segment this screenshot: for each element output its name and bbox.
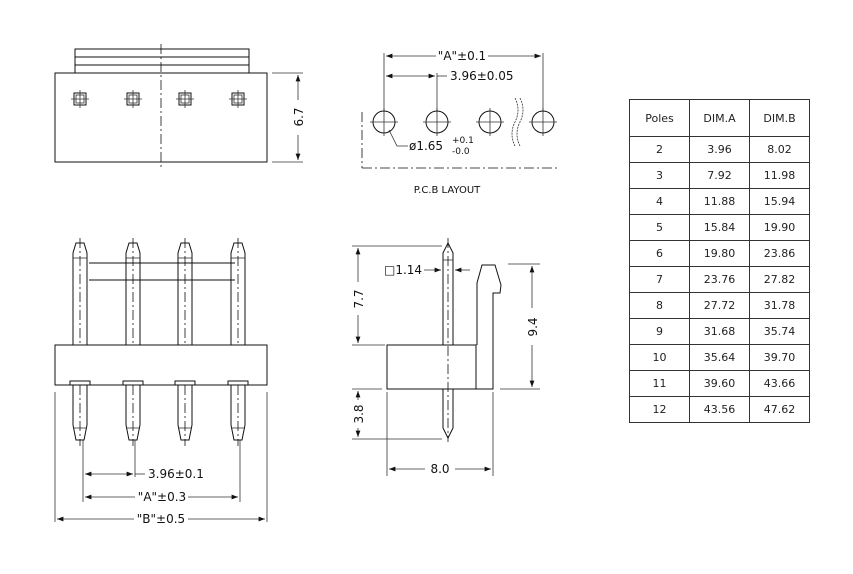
cell-dim-a: 7.92 (689, 162, 750, 189)
cell-poles: 9 (629, 318, 690, 345)
overall-height-label: 9.4 (526, 317, 540, 336)
dim-b-label: "B"±0.5 (137, 512, 185, 526)
cell-dim-a: 11.88 (689, 188, 750, 215)
pin-lower (122, 380, 144, 446)
pin-lower (69, 380, 91, 446)
cell-poles: 6 (629, 240, 690, 267)
cell-dim-a: 27.72 (689, 292, 750, 319)
pin-upper (177, 238, 193, 345)
dim-a-label: "A"±0.3 (138, 490, 186, 504)
pin-lower (227, 380, 249, 446)
pin-end-square (229, 90, 247, 108)
hole-tolerance-minus: -0.0 (452, 147, 470, 157)
cell-poles: 3 (629, 162, 690, 189)
cell-dim-b: 15.94 (749, 188, 810, 215)
pin-upper (125, 238, 141, 345)
pin-square-size-label: □1.14 (384, 263, 422, 277)
cell-dim-a: 3.96 (689, 136, 750, 163)
pcb-hole (476, 108, 504, 136)
cell-dim-b: 19.90 (749, 214, 810, 241)
cell-dim-a: 35.64 (689, 344, 750, 371)
pin-lower (174, 380, 196, 446)
cell-poles: 5 (629, 214, 690, 241)
cell-dim-a: 19.80 (689, 240, 750, 267)
pin-end-square (124, 90, 142, 108)
cell-dim-b: 31.78 (749, 292, 810, 319)
pcb-hole (423, 108, 451, 136)
cell-dim-a: 31.68 (689, 318, 750, 345)
pin-end-square (71, 90, 89, 108)
pin-upper (72, 238, 88, 345)
pin-end-square (176, 90, 194, 108)
cell-poles: 12 (629, 396, 690, 423)
cell-dim-a: 43.56 (689, 396, 750, 423)
cell-dim-b: 35.74 (749, 318, 810, 345)
depth-label: 8.0 (430, 462, 449, 476)
side-view: □1.14 7.7 9.4 3.8 8.0 (352, 238, 540, 476)
pin-view: 3.96±0.1 "A"±0.3 "B"±0.5 (54, 238, 268, 526)
header-poles: Poles (629, 99, 690, 137)
cell-poles: 8 (629, 292, 690, 319)
pcb-layout-view: "A"±0.1 3.96±0.05 ø1.65 +0.1 -0.0 P.C.B … (361, 49, 560, 196)
pin-upper (230, 238, 246, 345)
pcb-hole (529, 108, 557, 136)
pcb-layout-title: P.C.B LAYOUT (414, 185, 481, 196)
cell-poles: 2 (629, 136, 690, 163)
hole-tolerance-plus: +0.1 (452, 136, 474, 146)
cell-dim-b: 8.02 (749, 136, 810, 163)
cell-poles: 7 (629, 266, 690, 293)
cell-dim-a: 15.84 (689, 214, 750, 241)
pcb-hole (370, 108, 398, 136)
table-header-row: Poles DIM.A DIM.B (629, 99, 810, 137)
cell-dim-a: 39.60 (689, 370, 750, 397)
cell-dim-b: 43.66 (749, 370, 810, 397)
cell-poles: 10 (629, 344, 690, 371)
cell-dim-b: 11.98 (749, 162, 810, 189)
pcb-pitch-dimension-label: 3.96±0.05 (450, 69, 514, 83)
header-dim-b: DIM.B (749, 99, 810, 137)
cell-dim-b: 23.86 (749, 240, 810, 267)
pin-pitch-dimension-label: 3.96±0.1 (148, 467, 204, 481)
upper-pin-length-label: 7.7 (352, 289, 366, 308)
cell-poles: 4 (629, 188, 690, 215)
cell-poles: 11 (629, 370, 690, 397)
pcb-overall-dimension-label: "A"±0.1 (438, 49, 486, 63)
header-dim-a: DIM.A (689, 99, 750, 137)
cell-dim-b: 39.70 (749, 344, 810, 371)
cell-dim-b: 27.82 (749, 266, 810, 293)
front-view: 6.7 (54, 44, 306, 170)
height-dimension-label: 6.7 (292, 107, 306, 126)
cell-dim-b: 47.62 (749, 396, 810, 423)
hole-diameter-label: ø1.65 (409, 139, 443, 153)
cell-dim-a: 23.76 (689, 266, 750, 293)
lower-pin-length-label: 3.8 (352, 404, 366, 423)
